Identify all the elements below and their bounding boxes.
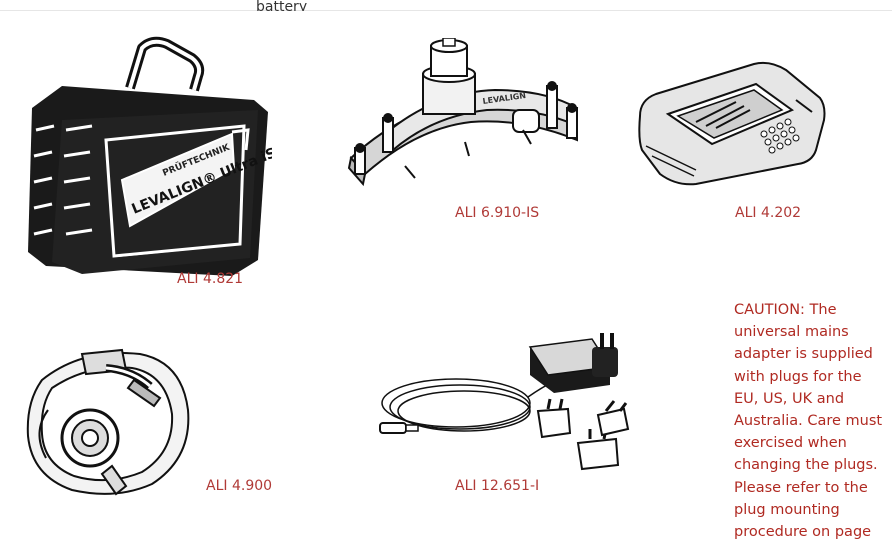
sensor-illustration [26, 348, 190, 496]
product-label-ali-4-202: ALI 4.202 [735, 205, 802, 221]
product-label-ali-4-821: ALI 4.821 [177, 271, 244, 287]
mains-adapter-illustration [379, 333, 630, 471]
top-rule [0, 10, 892, 11]
product-label-ali-4-900: ALI 4.900 [206, 478, 273, 494]
carrying-case-illustration: PRÜFTECHNIK LEVALIGN® Ultra iS [22, 30, 272, 278]
handheld-computer-illustration [638, 61, 826, 186]
caution-note: CAUTION: The universal mains adapter is … [734, 302, 883, 541]
cut-off-heading: battery [256, 0, 308, 11]
product-label-ali-6-910-is: ALI 6.910-IS [455, 205, 540, 221]
product-label-ali-12-651-i: ALI 12.651-I [455, 478, 540, 494]
bracket-illustration: LEVALIGN [347, 38, 579, 187]
